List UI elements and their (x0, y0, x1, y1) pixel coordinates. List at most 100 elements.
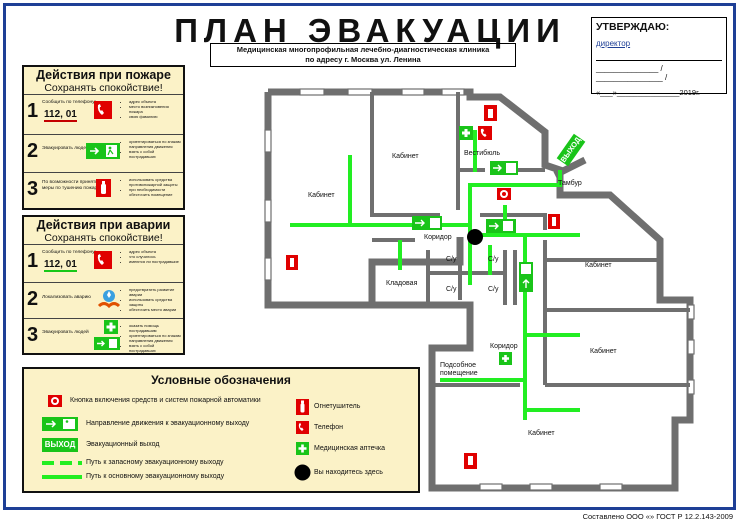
step-phone: 112, 01 (44, 109, 77, 122)
approval-signature-line (596, 52, 722, 61)
fire-step-3: 3 По возможности принять меры по тушению… (24, 172, 183, 208)
you-are-here-icon (294, 464, 311, 481)
step-bullets: оказать помощь пострадавшим ориентироват… (123, 323, 181, 353)
extinguisher-icon-body (468, 456, 473, 465)
extinguisher-icon-body (552, 217, 556, 226)
bullet: использовать средства противопожарной за… (129, 177, 181, 187)
phone-glyph (480, 128, 487, 137)
phone-icon (94, 101, 112, 119)
alarm-dot (502, 192, 506, 196)
step-number: 2 (27, 288, 39, 310)
fire-step-1: 1 Сообщить по телефону: 112, 01 адрес об… (24, 94, 183, 134)
bullet: ориентироваться по знакам направления дв… (129, 139, 181, 149)
window (264, 199, 272, 223)
window (441, 88, 465, 96)
dashed-path-icon (42, 461, 82, 465)
extinguisher-icon-body (290, 258, 294, 267)
room-label: Коридор (490, 343, 518, 350)
hands-water-icon (97, 290, 121, 309)
approval-block: УТВЕРЖДАЮ: директор ______________ / ___… (591, 17, 727, 97)
legend-label: Путь к основному эвакуационному выходу (86, 473, 225, 480)
accident-step-2: 2 Локализовать аварию предотвратить разв… (24, 282, 183, 318)
room-label: Коридор (424, 234, 452, 241)
room-label: Кабинет (585, 262, 612, 269)
bullet: что случилось (129, 254, 181, 259)
phone-icon (94, 251, 112, 269)
window (599, 483, 623, 491)
exit-arrow (522, 279, 530, 288)
approval-name-row: ______________ / _______________ / (596, 64, 668, 82)
phone-icon (478, 126, 492, 140)
phone-icon (296, 421, 309, 434)
interior-walls (370, 92, 690, 387)
step-text: По возможности принять меры по тушению п… (42, 180, 100, 191)
fire-actions-panel: Действия при пожаре Сохранять спокойстви… (22, 65, 185, 210)
room-label: С/у (446, 256, 457, 263)
extinguisher-icon (296, 399, 309, 415)
step-number: 3 (27, 324, 39, 346)
step-bullets: использовать средства противопожарной за… (123, 177, 181, 197)
exit-door (521, 264, 531, 274)
window-marks (264, 88, 695, 491)
approval-slash: / (660, 64, 663, 73)
room-label: С/у (446, 286, 457, 293)
outer-wall-left (264, 92, 372, 309)
first-aid-icon (296, 442, 309, 455)
fire-panel-title: Действия при пожаре (36, 68, 171, 82)
step-text: Сообщить по телефону: (42, 250, 96, 255)
step-bullets: адрес объекта что случилось имеются ли п… (123, 249, 181, 264)
legend-label: Эвакуационный выход (86, 441, 160, 448)
outer-wall (268, 88, 694, 492)
legend-label: Направление движения к эвакуационному вы… (86, 420, 250, 427)
room-label: С/у (488, 286, 499, 293)
evacuation-paths (290, 130, 580, 420)
step-text: Сообщить по телефону: (42, 100, 96, 105)
footer-text: Составлено ООО «» ГОСТ Р 12.2.143-2009 (582, 512, 733, 521)
room-label-line: помещение (440, 370, 478, 377)
page-frame (3, 3, 736, 510)
accident-panel-subtitle: Сохранять спокойствие! (44, 232, 163, 244)
window (687, 339, 695, 355)
window (401, 88, 425, 96)
legend-label: Огнетушитель (314, 403, 361, 410)
step-number: 1 (27, 250, 39, 272)
bullet: адрес объекта (129, 249, 181, 254)
subtitle-line-2: по адресу г. Москва ул. Ленина (305, 55, 421, 64)
first-aid-cross (462, 129, 470, 137)
step-text: Эвакуировать людей (42, 146, 89, 151)
accident-panel-title: Действия при аварии (36, 218, 171, 232)
exit-direction-icon (42, 417, 78, 431)
step-bullets: адрес объекта место возникновения пожара… (123, 99, 181, 119)
room-label: Кладовая (386, 280, 418, 287)
bullet: оказать помощь пострадавшим (129, 323, 181, 333)
exit-door (430, 218, 440, 228)
legend-label: Кнопка включения средств и систем пожарн… (70, 397, 261, 404)
bullet: предотвратить развитие аварии (129, 287, 181, 297)
step-phone: 112, 01 (44, 259, 77, 272)
room-label: Кабинет (590, 348, 617, 355)
window (347, 88, 373, 96)
step-bullets: предотвратить развитие аварии использова… (123, 287, 181, 312)
room-label-line: Подсобное (440, 362, 476, 369)
room-label: С/у (488, 256, 499, 263)
bullet: свою фамилию (129, 114, 181, 119)
bullet: имеются ли пострадавшие (129, 259, 181, 264)
legend-label: Телефон (314, 424, 344, 431)
room-label: Кабинет (392, 153, 419, 160)
exit-direction-icon (94, 337, 120, 350)
step-number: 2 (27, 140, 39, 162)
approval-role: директор (596, 39, 631, 48)
room-label: Кабинет (528, 430, 555, 437)
approval-date: «___»_______________2019г. (596, 88, 701, 97)
page-subtitle: Медицинская многопрофильная лечебно-диаг… (210, 43, 516, 67)
room-label: Вестибюль (464, 150, 501, 157)
room-label: Кабинет (308, 192, 335, 199)
window (529, 483, 553, 491)
exit-arrow (489, 222, 499, 230)
window (479, 483, 503, 491)
bullet: использовать средства защиты (129, 297, 181, 307)
accident-step-3: 3 Эвакуировать людей оказать помощь пост… (24, 318, 183, 354)
solid-path-icon (42, 475, 82, 479)
main-path (468, 170, 562, 235)
